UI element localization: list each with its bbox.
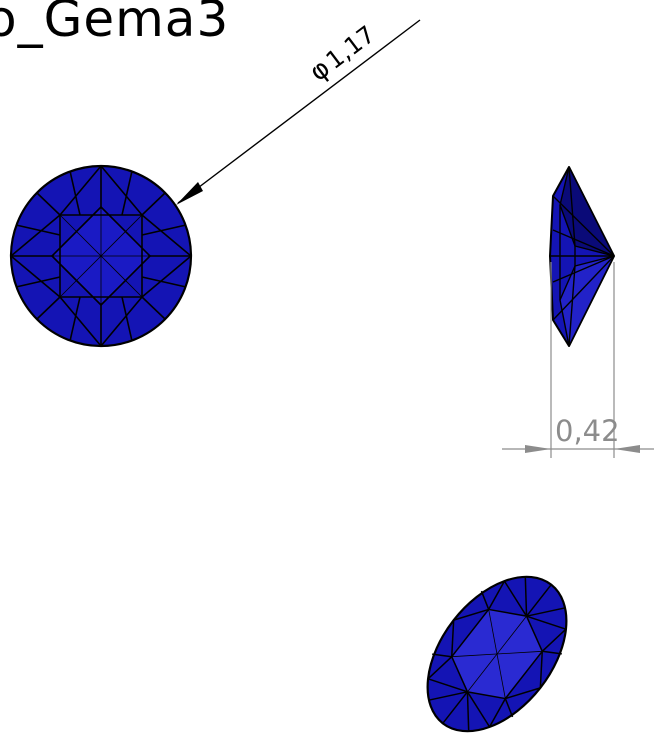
diameter-leader-line bbox=[177, 19, 421, 204]
gem-isometric-view bbox=[426, 575, 568, 733]
gem-iso-facets bbox=[427, 577, 567, 731]
diameter-arrowhead bbox=[176, 182, 203, 205]
diameter-value: 1,17 bbox=[321, 20, 381, 75]
drawing-title: o_Gema3 bbox=[0, 0, 229, 48]
gem-side-view bbox=[549, 166, 615, 347]
gem-top-facets bbox=[10, 165, 192, 347]
gem-side-facets bbox=[550, 166, 615, 347]
thickness-dimension bbox=[502, 262, 654, 458]
thickness-value: 0,42 bbox=[555, 414, 620, 448]
dimension-arrow-left bbox=[525, 445, 551, 453]
dimension-arrow-right bbox=[614, 445, 640, 453]
gem-top-view bbox=[9, 164, 193, 348]
